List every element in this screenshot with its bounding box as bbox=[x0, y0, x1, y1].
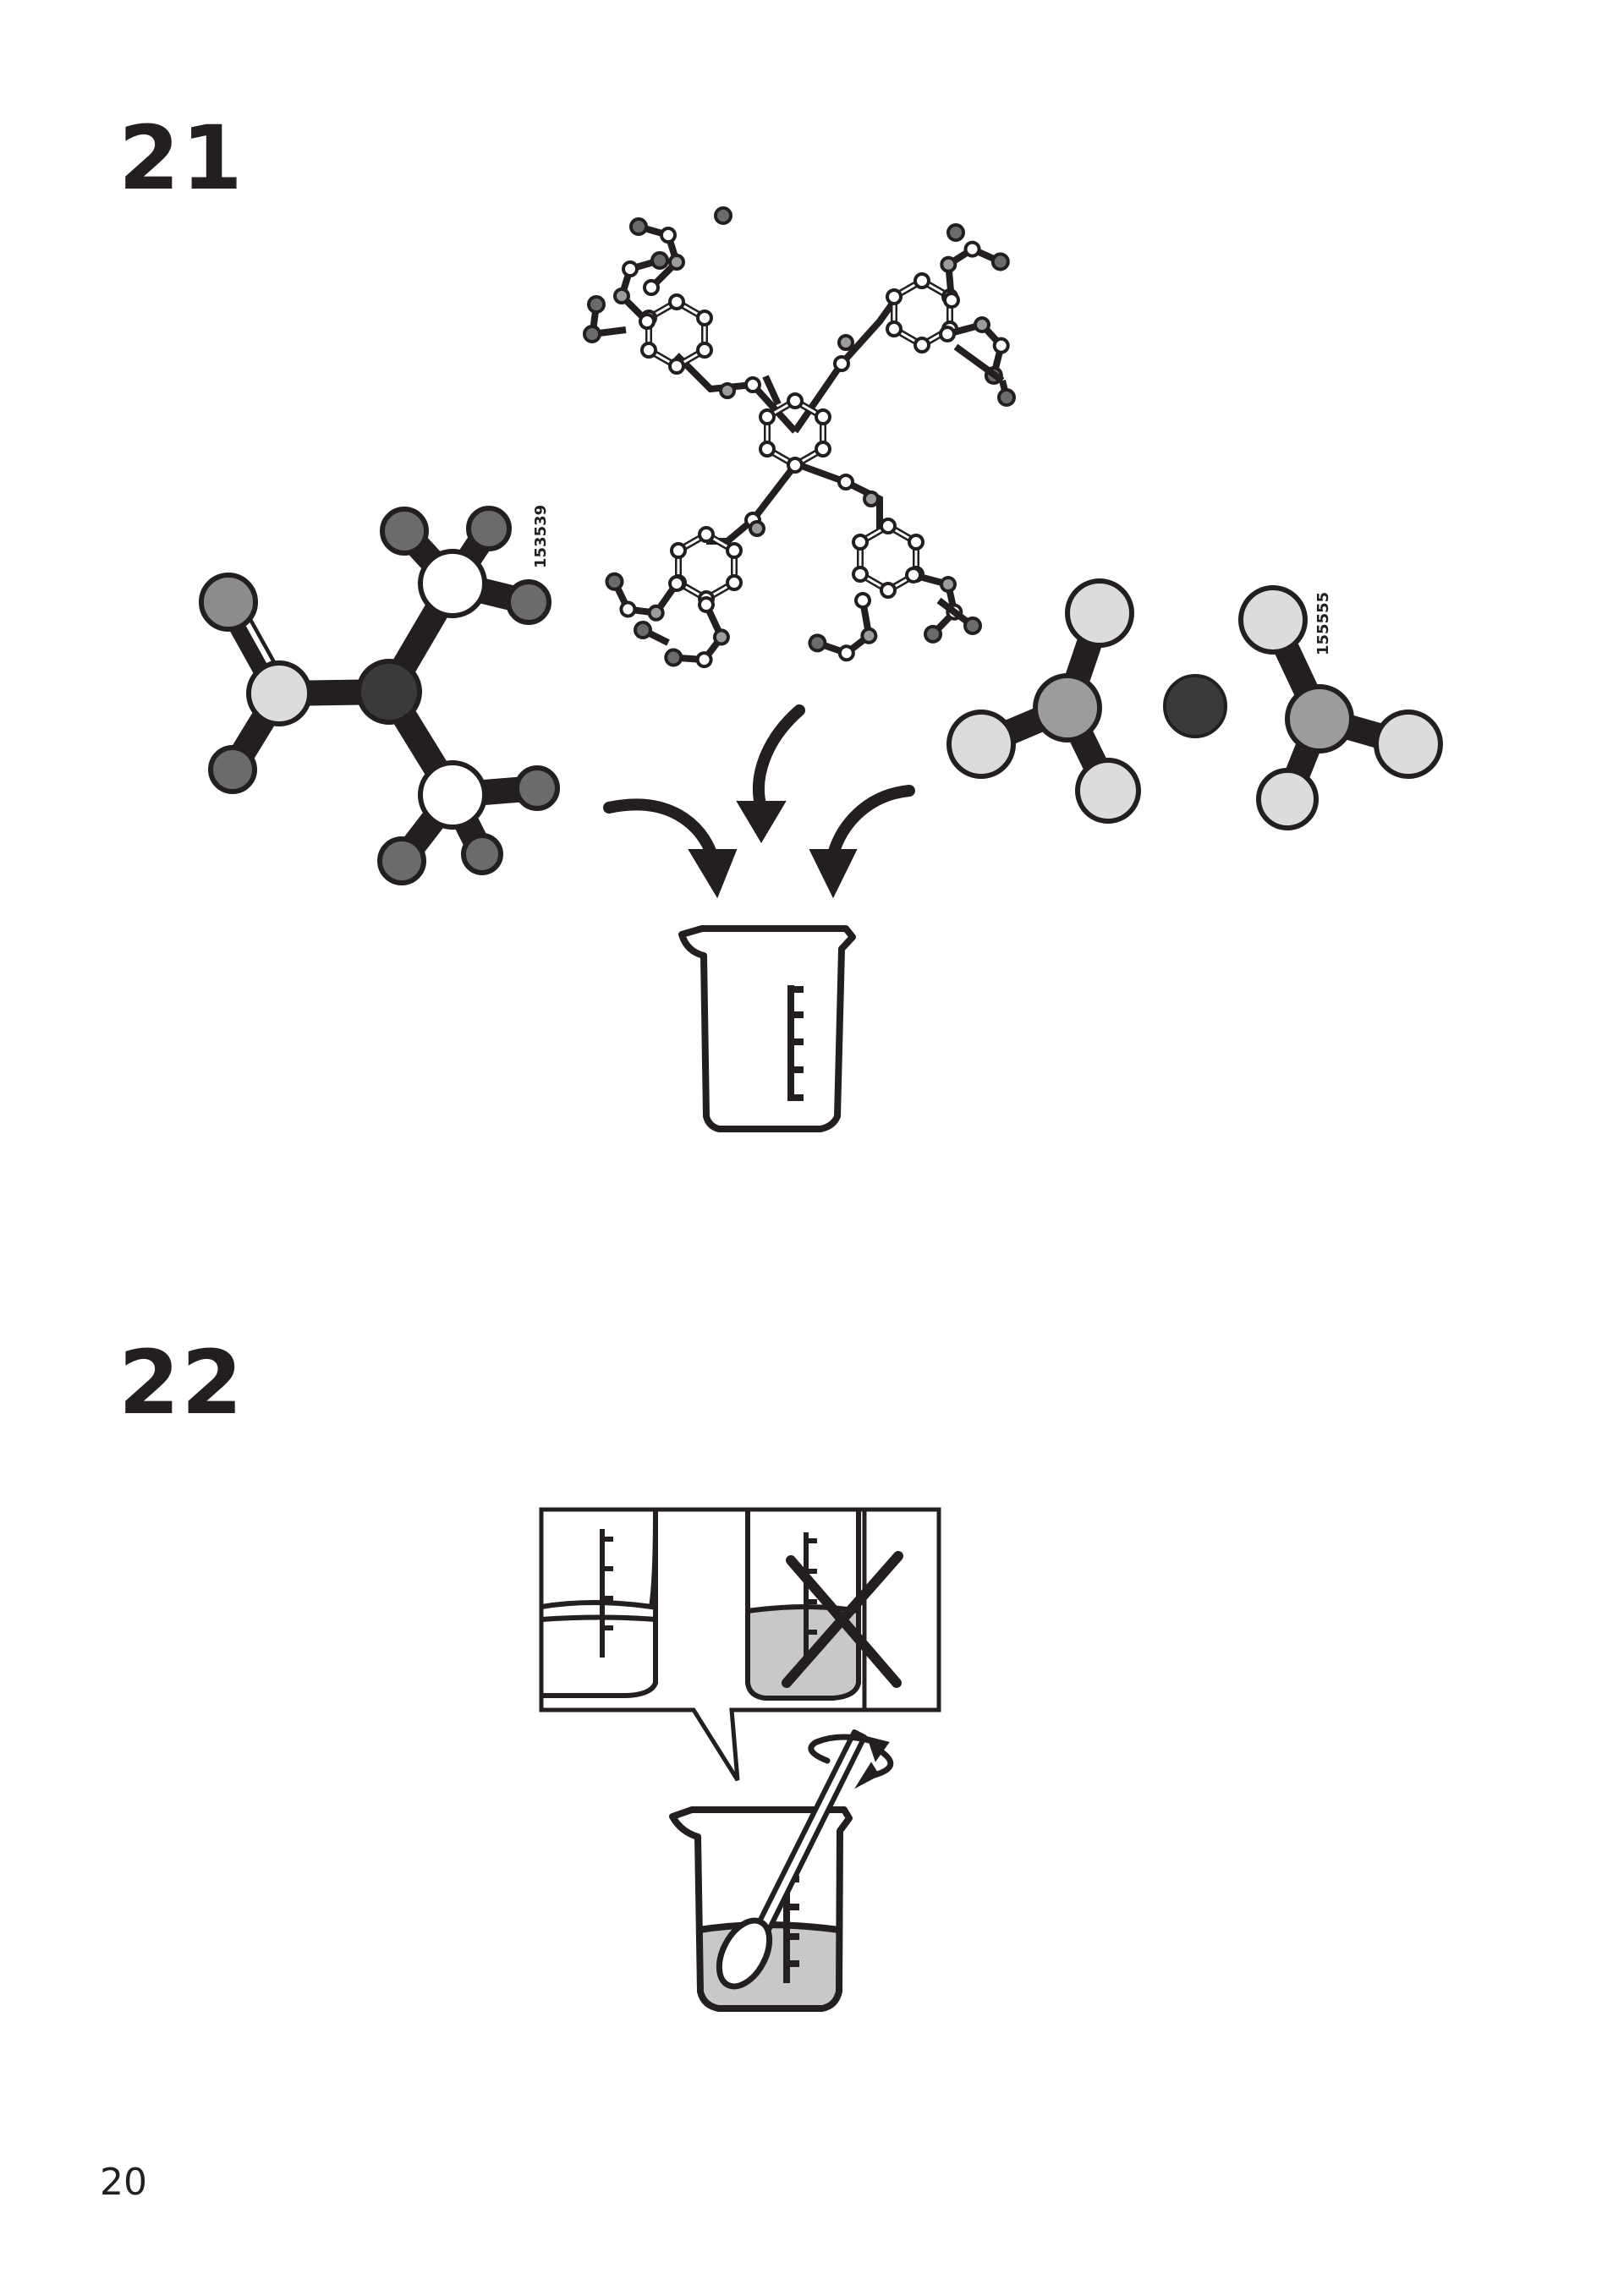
fill-level-callout bbox=[539, 1507, 941, 1782]
molecule-left: 153539 bbox=[199, 505, 560, 885]
arrows-into-beaker bbox=[603, 704, 915, 899]
rotate-arrow-icon bbox=[808, 1734, 894, 1789]
part-id-155555: 155555 bbox=[1314, 592, 1332, 655]
dark-atom bbox=[1163, 674, 1227, 738]
molecule-right: 155555 bbox=[946, 578, 1443, 830]
molecule-center bbox=[583, 206, 1023, 680]
step-number-21: 21 bbox=[118, 107, 244, 210]
spoon-icon bbox=[716, 1729, 867, 1990]
beaker-empty bbox=[678, 925, 856, 1132]
page-number: 20 bbox=[100, 2161, 147, 2204]
beaker-correct-level bbox=[540, 1509, 658, 1698]
beaker-stirring bbox=[669, 1729, 894, 2012]
step-number-22: 22 bbox=[118, 1331, 244, 1434]
part-id-153539: 153539 bbox=[532, 505, 550, 568]
cross-mark-icon bbox=[782, 1551, 903, 1688]
beaker-incorrect-level bbox=[745, 1510, 903, 1701]
